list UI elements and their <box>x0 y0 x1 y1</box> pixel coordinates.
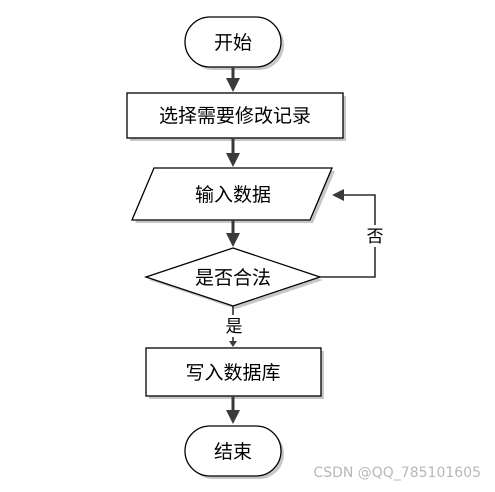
select-record-node-shape <box>126 92 344 139</box>
edge-decision-yes-arrow <box>229 341 237 347</box>
edge-start-to-select <box>226 67 240 92</box>
input-data-node-shape <box>131 167 333 221</box>
edge-decision-no-label: 否 <box>367 227 384 247</box>
validity-decision-node-label: 是否合法 <box>195 267 271 289</box>
validity-decision-node: 是否合法 <box>143 247 323 309</box>
input-data-node: 输入数据 <box>131 167 335 223</box>
edge-write-to-end <box>226 396 240 424</box>
edge-decision-yes-label: 是 <box>226 317 243 337</box>
end-node-shape <box>184 425 282 477</box>
write-database-node-label: 写入数据库 <box>185 362 280 384</box>
input-data-node-label: 输入数据 <box>195 184 271 206</box>
start-node: 开始 <box>184 16 284 70</box>
edge-decision-yes: 是 <box>223 306 245 347</box>
write-database-node-shape <box>145 347 322 397</box>
select-record-node-label: 选择需要修改记录 <box>159 105 311 127</box>
edge-select-to-input <box>226 138 240 167</box>
end-node-label: 结束 <box>214 441 252 463</box>
edge-start-to-select-arrow <box>226 78 240 92</box>
edge-input-to-decision-arrow <box>226 233 240 247</box>
csdn-watermark: CSDN @QQ_785101605 <box>313 465 481 481</box>
select-record-node: 选择需要修改记录 <box>126 92 346 141</box>
start-node-label: 开始 <box>214 32 252 54</box>
edge-decision-no-label-bg <box>364 225 386 247</box>
edge-select-to-input-arrow <box>226 153 240 167</box>
edge-decision-yes-label-bg <box>223 315 245 337</box>
edge-decision-no-loop-arrow <box>332 189 344 201</box>
write-database-node: 写入数据库 <box>145 347 324 399</box>
end-node: 结束 <box>184 425 284 479</box>
edge-decision-no-loop: 否 <box>320 189 386 278</box>
edge-write-to-end-arrow <box>226 410 240 424</box>
edge-input-to-decision <box>226 220 240 247</box>
